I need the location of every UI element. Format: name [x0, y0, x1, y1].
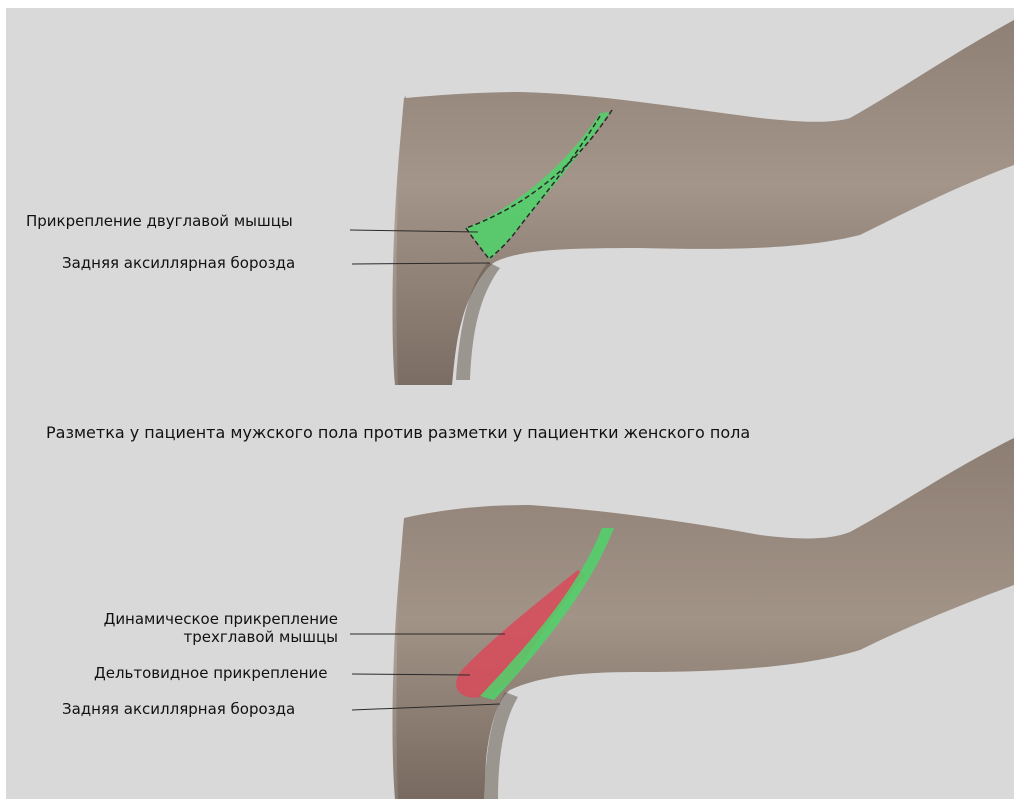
- label-triceps-line1: Динамическое прикрепление: [104, 610, 338, 628]
- comparison-caption: Разметка у пациента мужского пола против…: [46, 423, 750, 442]
- label-biceps-attachment: Прикрепление двуглавой мышцы: [26, 212, 293, 230]
- label-posterior-axillary-fold-top: Задняя аксиллярная борозда: [62, 254, 295, 272]
- label-triceps-line2: трехглавой мышцы: [184, 628, 339, 646]
- label-posterior-axillary-fold-bottom: Задняя аксиллярная борозда: [62, 700, 295, 718]
- label-deltoid-attachment: Дельтовидное прикрепление: [94, 664, 328, 682]
